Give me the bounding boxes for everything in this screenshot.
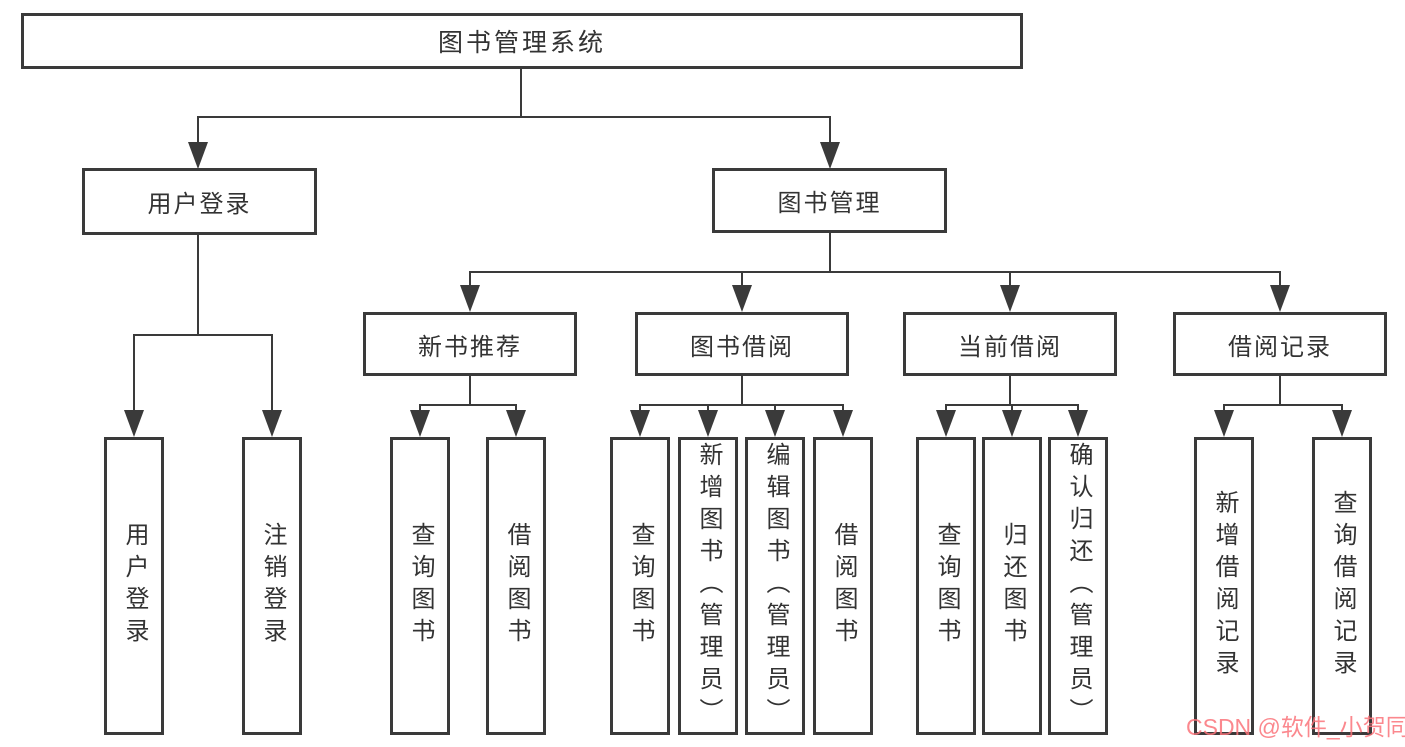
leaf-logout: 注销登录 [242, 437, 302, 735]
arrowhead-icon [1000, 285, 1020, 312]
arrowhead-icon [262, 410, 282, 437]
edge-hline [469, 271, 1281, 273]
node-new-book-recommend: 新书推荐 [363, 312, 577, 376]
node-user-login: 用户登录 [82, 168, 317, 235]
leaf-return-book: 归还图书 [982, 437, 1042, 735]
arrowhead-icon [1332, 410, 1352, 437]
edge-vline [133, 336, 135, 411]
arrowhead-icon [1214, 410, 1234, 437]
arrowhead-icon [460, 285, 480, 312]
edge-vline [707, 406, 709, 412]
arrowhead-icon [1068, 410, 1088, 437]
node-label: 用户登录 [121, 522, 148, 650]
edge-vline [197, 118, 199, 142]
node-label: 当前借阅 [958, 333, 1062, 361]
edge-hline [639, 404, 844, 406]
leaf-query-borrow-record: 查询借阅记录 [1312, 437, 1372, 735]
arrowhead-icon [698, 410, 718, 437]
node-label: 新书推荐 [418, 333, 522, 361]
edge-vline [774, 406, 776, 412]
edge-vline [829, 118, 831, 142]
arrowhead-icon [506, 410, 526, 437]
edge-vline [741, 273, 743, 287]
edge-hline [945, 404, 1079, 406]
node-label: 借阅图书 [830, 522, 857, 650]
edge-vline [1223, 406, 1225, 412]
edge-vline [1341, 406, 1343, 412]
node-label: 新增借阅记录 [1211, 490, 1238, 682]
edge-vline [1279, 376, 1281, 406]
arrowhead-icon [124, 410, 144, 437]
csdn-watermark: CSDN @软件_小贺同学 [1186, 714, 1405, 740]
arrowhead-icon [820, 142, 840, 169]
edge-vline [1009, 273, 1011, 287]
node-book-borrow: 图书借阅 [635, 312, 849, 376]
leaf-edit-book-admin: 编辑图书（管理员） [745, 437, 805, 735]
edge-vline [469, 376, 471, 406]
edge-vline [197, 235, 199, 336]
arrowhead-icon [630, 410, 650, 437]
edge-vline [842, 406, 844, 412]
node-label: 图书管理 [777, 190, 882, 217]
node-label: 确认归还（管理员） [1065, 442, 1092, 730]
node-label: 查询图书 [933, 522, 960, 650]
arrowhead-icon [765, 410, 785, 437]
leaf-add-borrow-record: 新增借阅记录 [1194, 437, 1254, 735]
edge-vline [419, 406, 421, 412]
arrowhead-icon [1002, 410, 1022, 437]
node-label: 编辑图书（管理员） [762, 442, 789, 730]
arrowhead-icon [1270, 285, 1290, 312]
edge-vline [741, 376, 743, 406]
leaf-query-book-3: 查询图书 [916, 437, 976, 735]
edge-hline [197, 116, 831, 118]
edge-vline [1009, 376, 1011, 406]
leaf-query-book-1: 查询图书 [390, 437, 450, 735]
edge-hline [419, 404, 517, 406]
node-label: 借阅图书 [503, 522, 530, 650]
node-label: 查询图书 [627, 522, 654, 650]
node-label: 查询图书 [407, 522, 434, 650]
leaf-add-book-admin: 新增图书（管理员） [678, 437, 738, 735]
node-label: 归还图书 [999, 522, 1026, 650]
node-label: 新增图书（管理员） [695, 442, 722, 730]
node-root-system: 图书管理系统 [21, 13, 1023, 69]
node-label: 图书管理系统 [437, 29, 606, 57]
leaf-borrow-book-2: 借阅图书 [813, 437, 873, 735]
leaf-borrow-book-1: 借阅图书 [486, 437, 546, 735]
arrowhead-icon [188, 142, 208, 169]
edge-hline [133, 334, 273, 336]
edge-vline [271, 336, 273, 411]
edge-vline [945, 406, 947, 412]
edge-vline [639, 406, 641, 412]
node-label: 用户登录 [147, 191, 252, 218]
leaf-user-login: 用户登录 [104, 437, 164, 735]
edge-vline [1011, 406, 1013, 412]
node-label: 注销登录 [259, 522, 286, 650]
node-label: 查询借阅记录 [1329, 490, 1356, 682]
node-label: 借阅记录 [1228, 333, 1332, 361]
edge-vline [1279, 273, 1281, 287]
arrowhead-icon [732, 285, 752, 312]
edge-vline [1077, 406, 1079, 412]
node-book-management: 图书管理 [712, 168, 947, 233]
arrowhead-icon [833, 410, 853, 437]
edge-vline [515, 406, 517, 412]
edge-vline [469, 273, 471, 287]
arrowhead-icon [936, 410, 956, 437]
arrowhead-icon [410, 410, 430, 437]
edge-vline [520, 69, 522, 118]
edge-vline [829, 233, 831, 273]
node-current-borrow: 当前借阅 [903, 312, 1117, 376]
node-label: 图书借阅 [690, 333, 794, 361]
leaf-query-book-2: 查询图书 [610, 437, 670, 735]
edge-hline [1223, 404, 1343, 406]
leaf-confirm-return-admin: 确认归还（管理员） [1048, 437, 1108, 735]
node-borrow-record: 借阅记录 [1173, 312, 1387, 376]
